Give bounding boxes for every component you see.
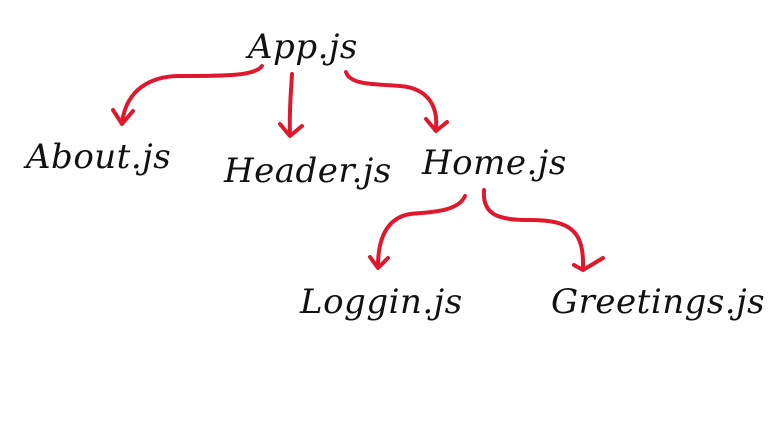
edge-app-header-line xyxy=(287,72,294,136)
node-header: Header.js xyxy=(223,151,392,191)
edge-app-home xyxy=(344,70,449,133)
node-greetings: Greetings.js xyxy=(551,282,765,322)
edge-app-header xyxy=(278,72,304,138)
edge-home-loggin-arrowhead xyxy=(368,255,390,270)
edge-app-about xyxy=(111,64,264,126)
edge-app-home-arrowhead xyxy=(424,117,449,133)
node-home: Home.js xyxy=(421,143,567,183)
edge-home-greetings-arrowhead xyxy=(572,256,605,272)
edges xyxy=(111,64,605,272)
edge-home-loggin-line xyxy=(376,194,467,268)
edge-app-about-arrowhead xyxy=(111,108,135,126)
edge-home-greetings xyxy=(481,188,605,272)
node-about: About.js xyxy=(23,137,171,177)
nodes: App.js About.js Header.js Home.js Loggin… xyxy=(23,27,765,322)
edge-home-greetings-line xyxy=(481,188,586,270)
edge-app-header-arrowhead xyxy=(278,122,304,138)
edge-home-loggin xyxy=(368,194,467,270)
node-app: App.js xyxy=(245,27,358,67)
edge-app-about-line xyxy=(120,64,264,125)
edge-app-home-line xyxy=(344,70,439,130)
node-loggin: Loggin.js xyxy=(299,282,463,322)
